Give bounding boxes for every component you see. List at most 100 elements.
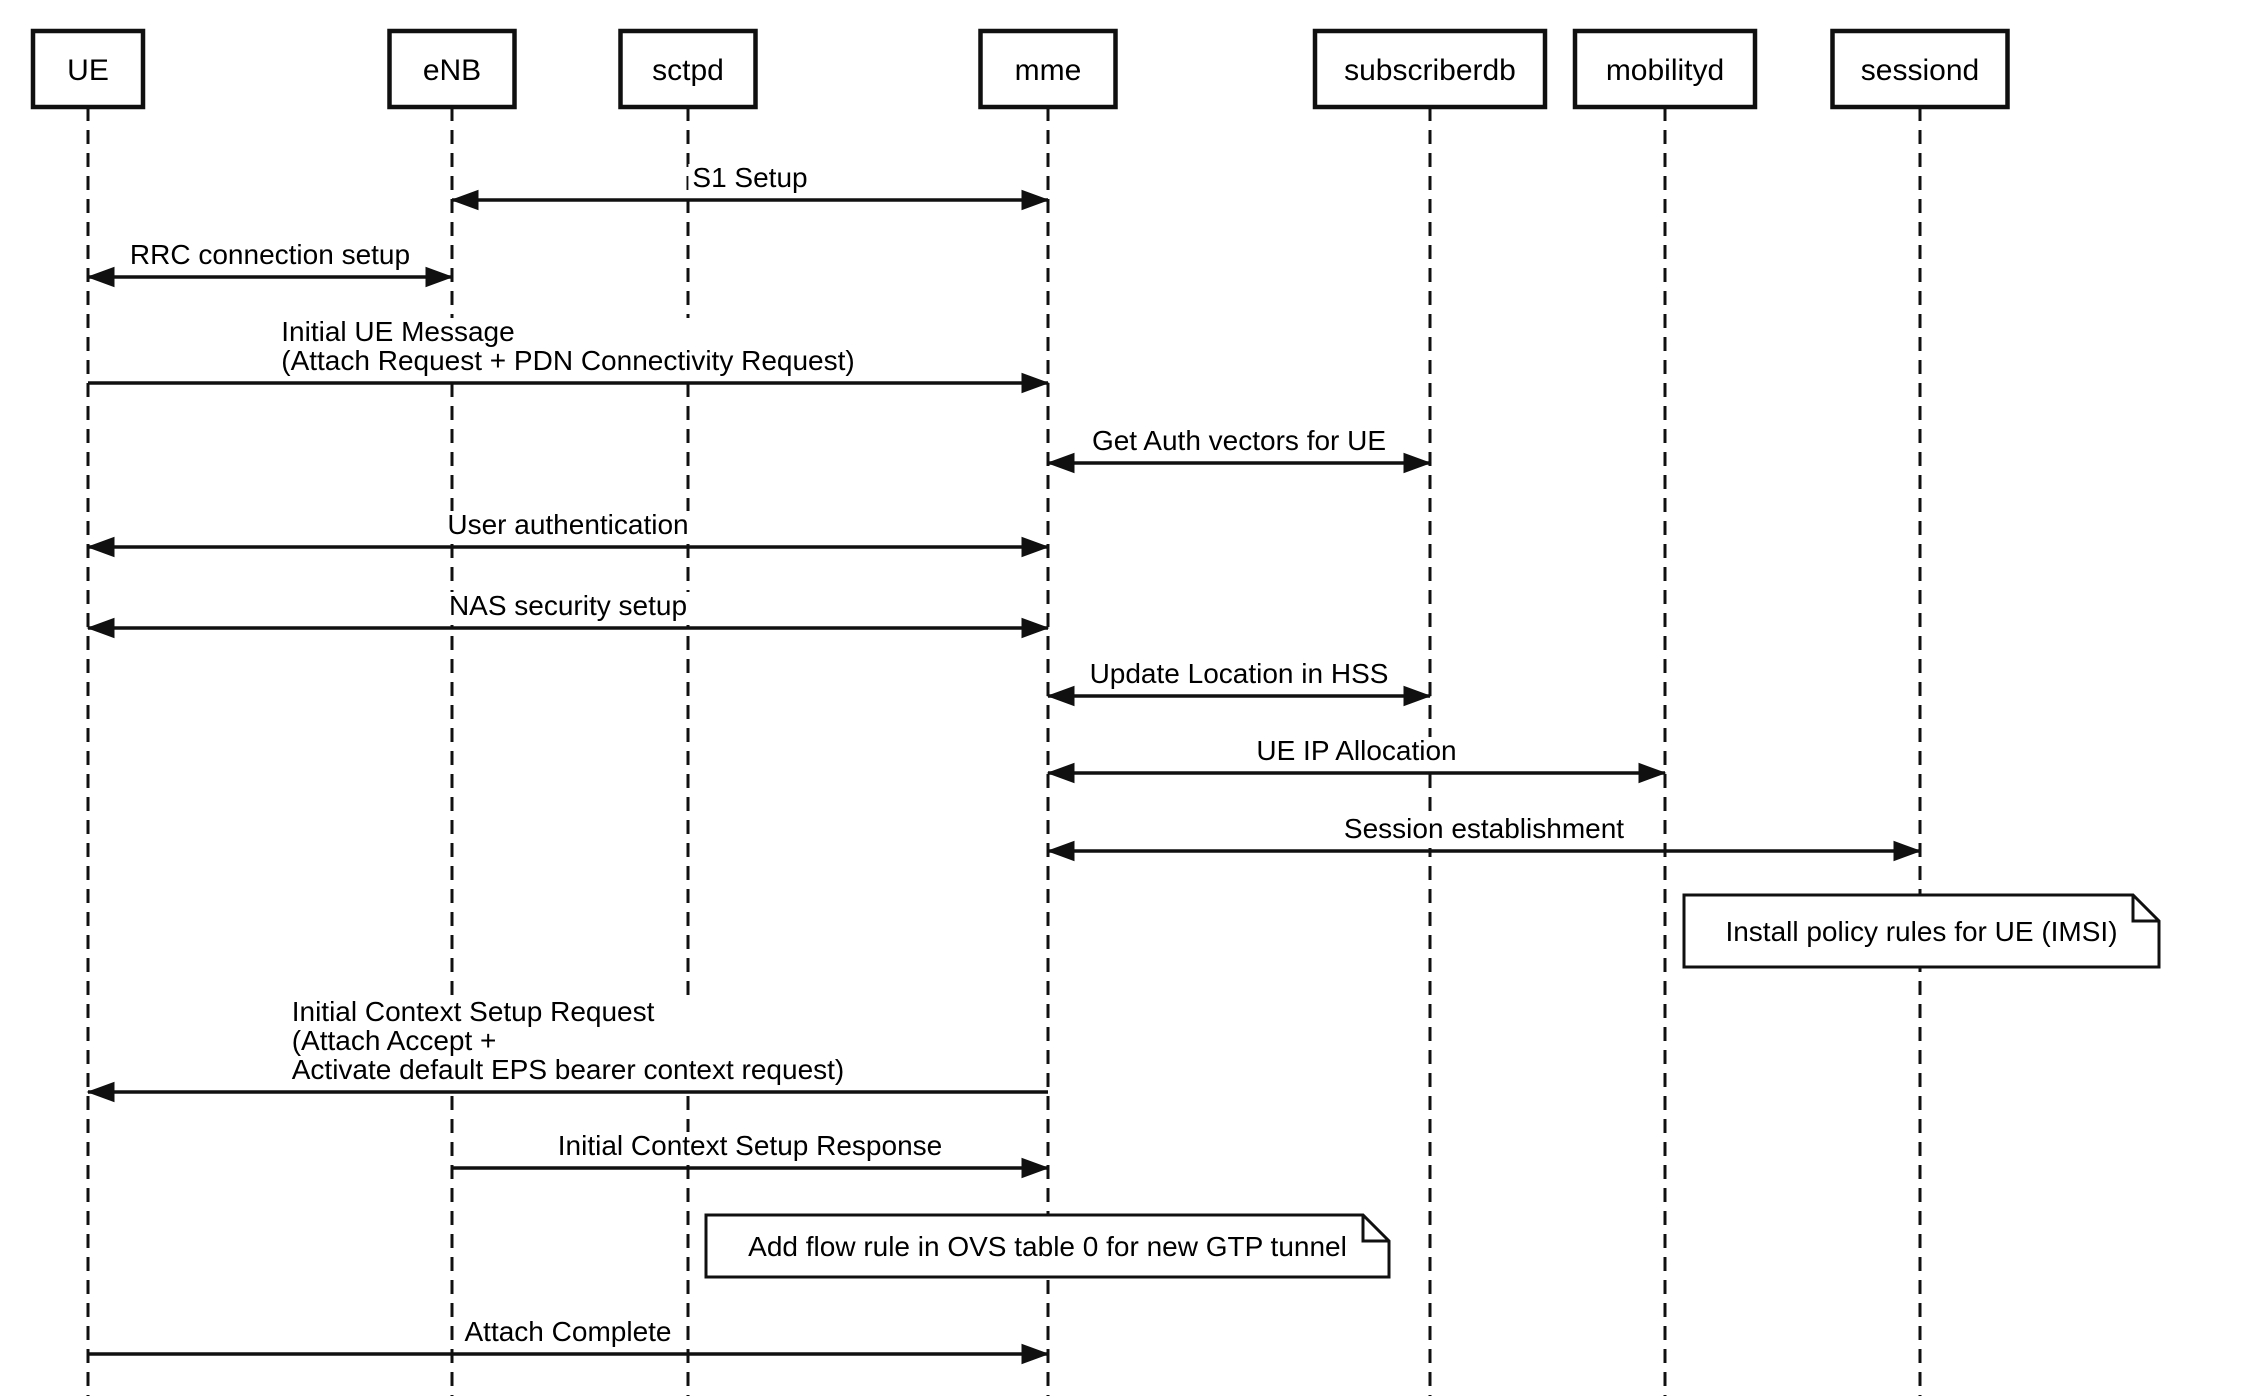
message-10: Initial Context Setup Response bbox=[452, 1130, 1050, 1179]
message-label-bg bbox=[277, 318, 859, 380]
note-box bbox=[704, 1213, 1391, 1279]
message-8: Session establishment bbox=[1046, 813, 1922, 862]
message-label-bg bbox=[1085, 660, 1393, 693]
actor-subscriberdb: subscriberdb bbox=[1312, 28, 1548, 110]
message-label: S1 Setup bbox=[688, 162, 812, 197]
message-label-line: (Attach Accept + bbox=[292, 1025, 497, 1056]
arrowhead bbox=[1021, 1343, 1050, 1365]
actor-box-UE bbox=[30, 28, 146, 110]
actor-UE: UE bbox=[30, 28, 146, 110]
arrowhead bbox=[1021, 372, 1050, 394]
message-3: Get Auth vectors for UE bbox=[1046, 425, 1432, 474]
actor-label-sessiond: sessiond bbox=[1861, 54, 1979, 87]
message-label-bg bbox=[553, 1132, 947, 1165]
message-label-line: Initial Context Setup Response bbox=[558, 1130, 942, 1161]
message-label-bg bbox=[125, 241, 415, 274]
actor-sessiond: sessiond bbox=[1830, 28, 2010, 110]
message-label-bg bbox=[1339, 815, 1629, 848]
message-label-line: Initial Context Setup Request bbox=[292, 996, 655, 1027]
actor-label-UE: UE bbox=[67, 54, 109, 87]
message-label: Session establishment bbox=[1339, 813, 1629, 848]
arrowhead bbox=[1893, 840, 1922, 862]
message-label: Attach Complete bbox=[460, 1316, 676, 1351]
message-1: RRC connection setup bbox=[86, 239, 454, 288]
message-label-line: Attach Complete bbox=[465, 1316, 672, 1347]
message-9: Initial Context Setup Request(Attach Acc… bbox=[86, 996, 1048, 1103]
message-2: Initial UE Message(Attach Request + PDN … bbox=[88, 316, 1050, 394]
message-label: NAS security setup bbox=[444, 590, 692, 625]
arrowhead bbox=[86, 617, 115, 639]
message-label: User authentication bbox=[443, 509, 693, 544]
message-label-line: Session establishment bbox=[1344, 813, 1624, 844]
actor-label-sctpd: sctpd bbox=[652, 54, 724, 87]
message-5: NAS security setup bbox=[86, 590, 1050, 639]
arrowhead bbox=[1046, 452, 1075, 474]
actor-sctpd: sctpd bbox=[618, 28, 758, 110]
actor-label-mme: mme bbox=[1015, 54, 1082, 87]
actor-label-mobilityd: mobilityd bbox=[1606, 54, 1724, 87]
message-7: UE IP Allocation bbox=[1046, 735, 1667, 784]
arrowhead bbox=[86, 536, 115, 558]
message-label: Initial Context Setup Response bbox=[553, 1130, 947, 1165]
note-text: Add flow rule in OVS table 0 for new GTP… bbox=[748, 1231, 1347, 1262]
message-6: Update Location in HSS bbox=[1046, 658, 1432, 707]
actor-mobilityd: mobilityd bbox=[1572, 28, 1758, 110]
message-label-bg bbox=[287, 998, 849, 1089]
note-fold bbox=[1361, 1215, 1389, 1243]
note-text: Install policy rules for UE (IMSI) bbox=[1725, 916, 2117, 947]
actor-box-sctpd bbox=[618, 28, 758, 110]
message-label-line: UE IP Allocation bbox=[1256, 735, 1456, 766]
message-label: RRC connection setup bbox=[125, 239, 415, 274]
message-label: Update Location in HSS bbox=[1085, 658, 1393, 693]
arrowhead bbox=[86, 266, 115, 288]
actor-label-subscriberdb: subscriberdb bbox=[1344, 54, 1516, 87]
arrowhead bbox=[1403, 685, 1432, 707]
message-label-line: Initial UE Message bbox=[281, 316, 514, 347]
message-label: Initial UE Message(Attach Request + PDN … bbox=[277, 316, 859, 380]
arrowhead bbox=[1021, 1157, 1050, 1179]
message-label: Get Auth vectors for UE bbox=[1087, 425, 1391, 460]
message-label-line: User authentication bbox=[447, 509, 688, 540]
actor-mme: mme bbox=[978, 28, 1118, 110]
arrowhead bbox=[1046, 762, 1075, 784]
arrowhead bbox=[86, 1081, 115, 1103]
message-label-line: Activate default EPS bearer context requ… bbox=[292, 1054, 845, 1085]
arrowhead bbox=[1021, 536, 1050, 558]
message-label: Initial Context Setup Request(Attach Acc… bbox=[287, 996, 849, 1089]
message-label-bg bbox=[443, 511, 693, 544]
arrowhead bbox=[1021, 189, 1050, 211]
arrowhead bbox=[1021, 617, 1050, 639]
actor-eNB: eNB bbox=[387, 28, 517, 110]
message-label-line: RRC connection setup bbox=[130, 239, 410, 270]
arrowhead bbox=[425, 266, 454, 288]
message-label-line: S1 Setup bbox=[692, 162, 807, 193]
message-label-line: (Attach Request + PDN Connectivity Reque… bbox=[281, 345, 854, 376]
arrowhead bbox=[1403, 452, 1432, 474]
note-0: Install policy rules for UE (IMSI) bbox=[1682, 893, 2161, 969]
arrowhead bbox=[1638, 762, 1667, 784]
note-fold bbox=[2131, 895, 2159, 923]
message-label-bg bbox=[1087, 427, 1391, 460]
note-box bbox=[1682, 893, 2161, 969]
actor-box-subscriberdb bbox=[1312, 28, 1548, 110]
message-label: UE IP Allocation bbox=[1252, 735, 1461, 770]
message-label-bg bbox=[688, 164, 812, 197]
arrowhead bbox=[1046, 840, 1075, 862]
message-label-bg bbox=[1252, 737, 1461, 770]
message-label-line: Get Auth vectors for UE bbox=[1092, 425, 1386, 456]
actor-box-mme bbox=[978, 28, 1118, 110]
message-label-bg bbox=[444, 592, 692, 625]
message-label-line: Update Location in HSS bbox=[1090, 658, 1389, 689]
actor-box-eNB bbox=[387, 28, 517, 110]
message-label-line: NAS security setup bbox=[449, 590, 687, 621]
message-label-bg bbox=[460, 1318, 676, 1351]
arrowhead bbox=[1046, 685, 1075, 707]
message-11: Attach Complete bbox=[88, 1316, 1050, 1365]
actor-box-sessiond bbox=[1830, 28, 2010, 110]
actor-box-mobilityd bbox=[1572, 28, 1758, 110]
arrowhead bbox=[450, 189, 479, 211]
message-4: User authentication bbox=[86, 509, 1050, 558]
message-0: S1 Setup bbox=[450, 162, 1050, 211]
